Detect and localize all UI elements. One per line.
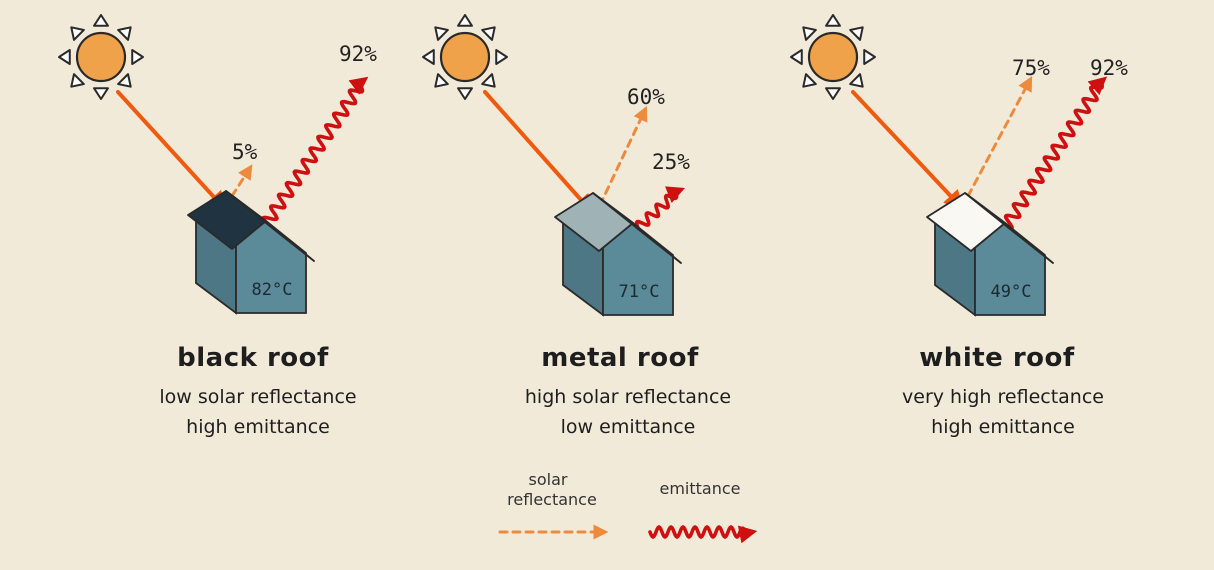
- white-house: 49°C: [926, 192, 1054, 317]
- metal-roof-title: metal roof: [541, 343, 699, 373]
- legend-emittance-arrow-icon: [648, 525, 758, 544]
- black-house: 82°C: [187, 190, 315, 315]
- black-roof-title: black roof: [177, 343, 329, 373]
- white-incoming-sunlight-arrow: [851, 90, 965, 211]
- black-panel-sun-icon: [58, 14, 144, 100]
- black-incoming-sunlight-arrow: [116, 90, 228, 212]
- metal-reflected-arrow: [598, 105, 648, 207]
- white-temperature-label: 49°C: [991, 282, 1032, 302]
- metal-roof-reflectance-text: high solar reflectance: [524, 386, 732, 408]
- legend-emittance-label: emittance: [659, 479, 741, 498]
- black-emittance-percent: 92%: [339, 42, 377, 66]
- white-panel-sun-icon: [790, 14, 876, 100]
- white-emitted-heat-arrow: [1003, 76, 1108, 231]
- metal-roof-emittance-text: low emittance: [560, 416, 696, 438]
- black-roof-reflectance-text: low solar reflectance: [159, 386, 357, 408]
- black-emitted-heat-arrow: [260, 76, 369, 233]
- legend-reflectance-label-line1: solar: [528, 470, 568, 489]
- metal-temperature-label: 71°C: [619, 282, 660, 302]
- black-reflected-arrow: [230, 164, 253, 198]
- black-roof-emittance-text: high emittance: [186, 416, 330, 438]
- metal-house: 71°C: [554, 192, 682, 317]
- white-roof-emittance-text: high emittance: [931, 416, 1075, 438]
- metal-emitted-heat-arrow: [631, 186, 686, 236]
- white-roof-title: white roof: [919, 343, 1075, 373]
- metal-reflectance-percent: 60%: [627, 85, 665, 109]
- legend-reflectance-label-line2: reflectance: [507, 490, 597, 509]
- white-emittance-percent: 92%: [1090, 56, 1128, 80]
- black-reflectance-percent: 5%: [232, 140, 258, 164]
- white-reflected-arrow: [966, 76, 1033, 198]
- metal-emittance-percent: 25%: [652, 150, 690, 174]
- metal-panel-sun-icon: [422, 14, 508, 100]
- white-roof-reflectance-text: very high reflectance: [902, 386, 1104, 408]
- metal-incoming-sunlight-arrow: [483, 90, 594, 215]
- black-temperature-label: 82°C: [252, 280, 293, 300]
- white-reflectance-percent: 75%: [1012, 56, 1050, 80]
